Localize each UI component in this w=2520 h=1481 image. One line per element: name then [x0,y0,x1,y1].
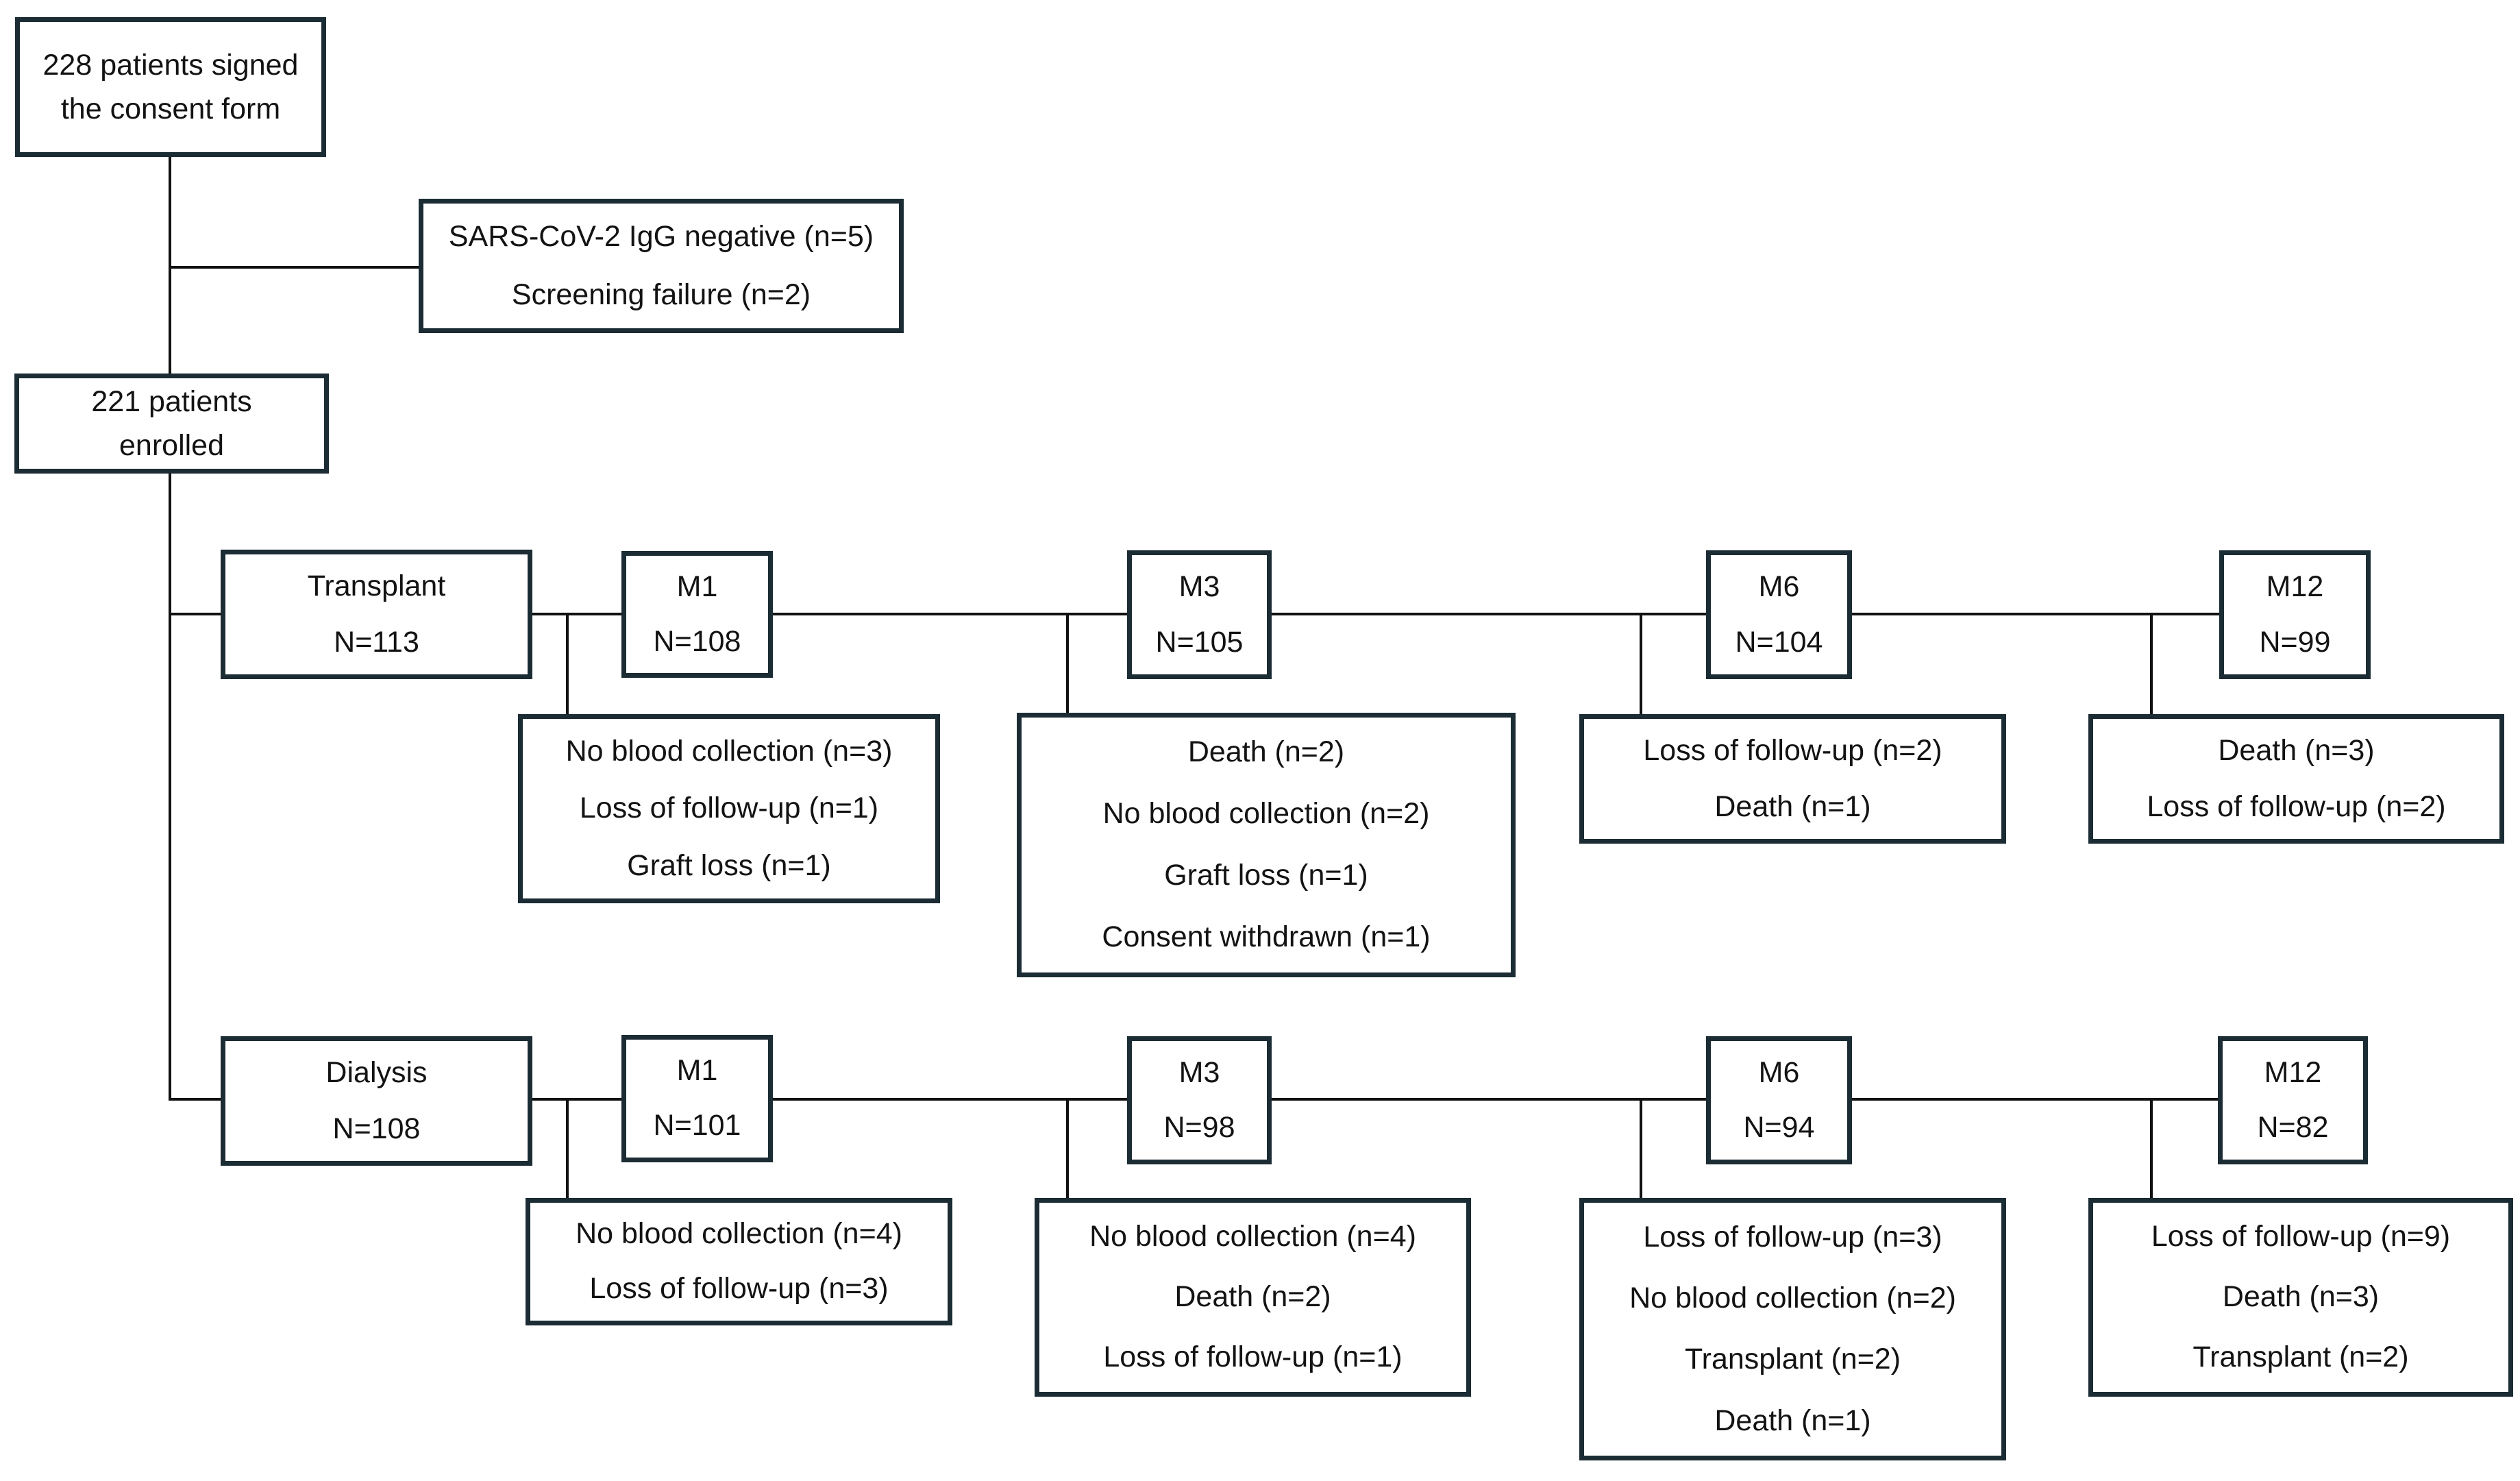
connector-transplant-m1 [529,613,624,615]
dialysis-m6-n: N=94 [1743,1111,1815,1145]
dropout-reason: No blood collection (n=4) [576,1217,902,1251]
dialysis-m1-n: N=101 [653,1109,741,1142]
dropout-reason: Consent withdrawn (n=1) [1102,920,1431,954]
enrolled-line1: 221 patients [91,384,252,418]
enrolled-box: 221 patients enrolled [14,374,329,474]
dialysis-m3-label: M3 [1178,1055,1220,1089]
dropout-reason: Graft loss (n=1) [627,848,831,882]
dropout-reason: Loss of follow-up (n=3) [589,1272,889,1306]
dialysis-m12-box: M12 N=82 [2218,1036,2368,1164]
dropline-transplant-m1 [566,613,569,715]
consent-box: 228 patients signed the consent form [15,17,326,157]
transplant-m6-n: N=104 [1735,625,1823,659]
transplant-m1-n: N=108 [653,624,741,658]
connector-transplant-m6-m12 [1849,613,2222,615]
transplant-m1-box: M1 N=108 [621,551,773,678]
consent-line2: the consent form [60,93,281,125]
transplant-m3-box: M3 N=105 [1127,550,1272,679]
dialysis-m3-box: M3 N=98 [1127,1036,1272,1164]
dropout-reason: Loss of follow-up (n=9) [2151,1220,2451,1253]
connector-transplant-m1-m3 [770,613,1130,615]
excluded-box: SARS-CoV-2 IgG negative (n=5) Screening … [419,199,904,333]
transplant-dropout-m12-box: Death (n=3) Loss of follow-up (n=2) [2088,714,2504,844]
connector-dialysis-m3-m6 [1268,1098,1709,1101]
connector-dialysis-m1 [529,1098,624,1101]
dropout-reason: Death (n=3) [2222,1280,2380,1314]
dropout-reason: Loss of follow-up (n=2) [2147,790,2446,823]
dialysis-m12-label: M12 [2264,1055,2322,1089]
dropout-reason: Death (n=2) [1187,735,1345,769]
dropline-dialysis-m3 [1066,1098,1069,1199]
dropout-reason: No blood collection (n=2) [1102,797,1430,831]
dropline-transplant-m6 [1640,613,1642,715]
enrolled-line2: enrolled [119,429,224,462]
transplant-group-n: N=113 [334,625,419,659]
dialysis-m3-n: N=98 [1163,1111,1235,1145]
transplant-m12-label: M12 [2266,570,2324,603]
dropout-reason: Transplant (n=2) [1684,1343,1901,1376]
dropout-reason: No blood collection (n=4) [1089,1220,1416,1253]
dropout-reason: Transplant (n=2) [2192,1341,2409,1374]
dropline-dialysis-m1 [566,1098,569,1199]
transplant-m3-label: M3 [1178,570,1220,603]
transplant-m6-box: M6 N=104 [1706,550,1852,679]
transplant-group-box: Transplant N=113 [221,550,532,679]
dialysis-m6-box: M6 N=94 [1706,1036,1852,1164]
dropout-reason: Loss of follow-up (n=3) [1643,1220,1942,1253]
dialysis-m12-n: N=82 [2257,1111,2329,1145]
dialysis-dropout-m12-box: Loss of follow-up (n=9) Death (n=3) Tran… [2088,1198,2513,1397]
dropout-reason: Death (n=1) [1714,790,1871,823]
dialysis-group-label: Dialysis [325,1056,428,1090]
dialysis-m1-label: M1 [676,1054,718,1088]
dropout-reason: No blood collection (n=2) [1629,1282,1956,1315]
transplant-group-label: Transplant [307,570,446,603]
connector-dialysis-m1-m3 [770,1098,1130,1101]
connector-branch-transplant [169,613,223,615]
dropout-reason: Death (n=1) [1714,1404,1871,1437]
transplant-m1-label: M1 [676,570,718,604]
dialysis-group-n: N=108 [332,1112,421,1145]
dropline-transplant-m12 [2150,613,2153,715]
dialysis-group-box: Dialysis N=108 [221,1036,532,1166]
consent-line1: 228 patients signed [42,48,299,82]
transplant-m12-box: M12 N=99 [2219,550,2371,679]
dialysis-m6-label: M6 [1758,1055,1800,1089]
dropout-reason: Loss of follow-up (n=2) [1643,734,1942,768]
dialysis-m1-box: M1 N=101 [621,1035,773,1162]
excluded-line2: Screening failure (n=2) [511,278,811,311]
transplant-m6-label: M6 [1758,570,1800,603]
dropout-reason: Graft loss (n=1) [1164,859,1368,892]
connector-branch-dialysis [169,1098,223,1101]
transplant-dropout-m6-box: Loss of follow-up (n=2) Death (n=1) [1579,714,2006,844]
dialysis-dropout-m6-box: Loss of follow-up (n=3) No blood collect… [1579,1198,2006,1460]
dropout-reason: Loss of follow-up (n=1) [1103,1341,1403,1374]
connector-branch-excluded [169,266,421,269]
transplant-m12-n: N=99 [2259,625,2331,659]
transplant-dropout-m3-box: Death (n=2) No blood collection (n=2) Gr… [1017,713,1516,977]
dialysis-dropout-m3-box: No blood collection (n=4) Death (n=2) Lo… [1035,1198,1471,1397]
dropout-reason: Death (n=2) [1174,1280,1331,1314]
dropline-transplant-m3 [1066,613,1069,715]
dropout-reason: Loss of follow-up (n=1) [579,792,879,825]
dropline-dialysis-m6 [1640,1098,1642,1199]
dialysis-dropout-m1-box: No blood collection (n=4) Loss of follow… [526,1198,952,1325]
transplant-m3-n: N=105 [1155,625,1244,659]
connector-transplant-m3-m6 [1268,613,1709,615]
connector-dialysis-m6-m12 [1849,1098,2221,1101]
dropout-reason: No blood collection (n=3) [565,734,893,768]
dropline-dialysis-m12 [2150,1098,2153,1199]
transplant-dropout-m1-box: No blood collection (n=3) Loss of follow… [518,714,940,903]
connector-trunk [169,156,171,1101]
excluded-line1: SARS-CoV-2 IgG negative (n=5) [448,219,874,253]
dropout-reason: Death (n=3) [2218,734,2375,768]
